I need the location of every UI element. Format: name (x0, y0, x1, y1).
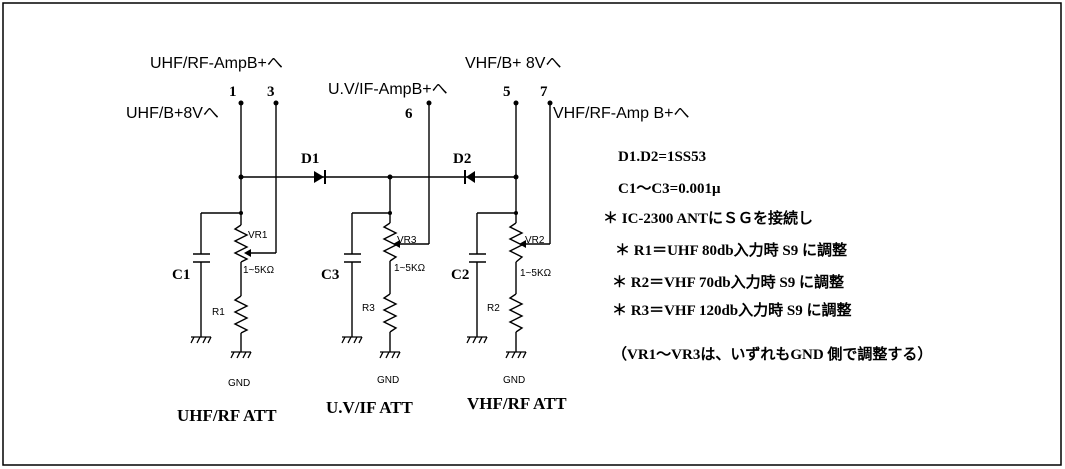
label-c2: C2 (451, 267, 469, 283)
label-vr3: VR3 (397, 235, 417, 246)
label-gnd-vhf: GND (503, 375, 525, 386)
section-title-uv: U.V/IF ATT (326, 398, 414, 417)
vr3-wiper-arrow (393, 240, 400, 248)
terminals (238, 100, 553, 106)
terminal-5 (513, 100, 519, 106)
pin-number-1: 1 (229, 84, 237, 100)
terminal-6 (426, 100, 432, 106)
ground-icon (379, 351, 401, 359)
label-vr1-value: 1~5KΩ (243, 265, 275, 276)
terminal-3 (273, 100, 279, 106)
label-d1: D1 (301, 151, 319, 167)
ground-icon (341, 336, 363, 344)
section-title-uhf: UHF/RF ATT (177, 406, 277, 425)
label-vhf-b8v: VHF/B+ 8Vへ (465, 55, 561, 72)
label-vr3-value: 1~5KΩ (394, 263, 426, 274)
note-sg-connect: ＊ IC-2300 ANTにＳＧを接続し (603, 209, 813, 227)
wiring (193, 104, 551, 352)
terminal-7 (547, 100, 553, 106)
ground-symbols (190, 336, 527, 359)
ground-icon (505, 351, 527, 359)
diode-d2 (464, 170, 475, 184)
note-r1: ＊ R1＝UHF 80db入力時 S9 に調整 (615, 241, 847, 259)
pin-number-7: 7 (540, 84, 548, 100)
label-gnd-uhf: GND (228, 378, 250, 389)
ground-icon (190, 336, 212, 344)
label-r3: R3 (362, 303, 375, 314)
label-uhf-rf-amp: UHF/RF-AmpB+へ (150, 55, 283, 72)
ground-icon (466, 336, 488, 344)
label-vhf-rf-amp: VHF/RF-Amp B+へ (553, 105, 689, 122)
label-c1: C1 (172, 267, 190, 283)
pin-number-5: 5 (503, 84, 511, 100)
note-capacitors: C1～C3=0.001μ (618, 181, 721, 197)
label-c3: C3 (321, 267, 339, 283)
note-r3: ＊ R3＝VHF 120db入力時 S9 に調整 (612, 301, 851, 319)
section-title-vhf: VHF/RF ATT (467, 394, 567, 413)
label-gnd-uv: GND (377, 375, 399, 386)
label-r1: R1 (212, 307, 225, 318)
pin-number-6: 6 (405, 106, 413, 122)
note-diodes: D1.D2=1SS53 (618, 149, 706, 165)
label-uv-if-amp: U.V/IF-AmpB+へ (328, 81, 448, 98)
note-vr-adjust: （VR1～VR3は、いずれもGND 側で調整する） (612, 345, 932, 363)
label-d2: D2 (453, 151, 471, 167)
vr2-wiper-arrow (519, 240, 526, 248)
label-vr2: VR2 (525, 235, 545, 246)
label-vr2-value: 1~5KΩ (520, 268, 552, 279)
label-uhf-b8v: UHF/B+8Vへ (126, 105, 219, 122)
vr1-wiper-arrow (244, 249, 251, 257)
junction-dots (238, 174, 519, 215)
diode-d1 (314, 170, 326, 184)
pin-number-3: 3 (267, 84, 275, 100)
ground-icon (230, 351, 252, 359)
label-r2: R2 (487, 303, 500, 314)
wiper-arrows (244, 240, 526, 257)
note-r2: ＊ R2＝VHF 70db入力時 S9 に調整 (612, 273, 844, 291)
terminal-1 (238, 100, 244, 106)
label-vr1: VR1 (248, 230, 268, 241)
